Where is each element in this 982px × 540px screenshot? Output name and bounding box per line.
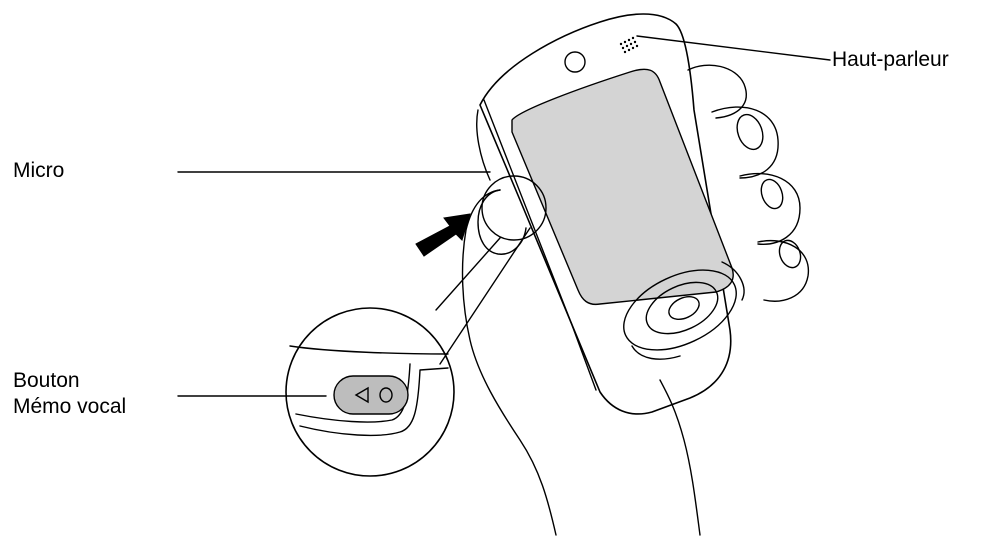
fingernail-3 [760, 178, 784, 210]
voice-memo-button-label: Bouton Mémo vocal [13, 368, 126, 420]
nav-pad-left-key[interactable] [631, 345, 681, 360]
record-circle-icon [379, 387, 393, 403]
microphone-label: Micro [13, 159, 65, 182]
zoom-connector-bottom [439, 227, 531, 365]
zoom-connector-top [435, 237, 501, 311]
fingernail-4 [778, 239, 802, 269]
finger-1 [687, 64, 747, 119]
voice-memo-button[interactable] [333, 375, 409, 415]
camera-lens [564, 51, 586, 73]
voice-memo-label-line1: Bouton [13, 369, 80, 392]
hand-outline [461, 189, 701, 536]
finger-4 [757, 240, 810, 302]
voice-memo-label-line2: Mémo vocal [13, 395, 127, 418]
nav-pad-center[interactable] [665, 292, 702, 324]
nav-pad-outer[interactable] [611, 254, 748, 366]
screen [511, 68, 734, 306]
magnified-inset [285, 307, 455, 477]
speaker-grille [619, 36, 639, 54]
nav-pad-ring[interactable] [638, 272, 725, 344]
detail-highlight-circle [481, 175, 547, 241]
device-body [479, 13, 732, 415]
inset-device-edge [299, 367, 449, 437]
device-edge [483, 99, 597, 391]
finger-2 [711, 106, 779, 179]
device-side [476, 109, 491, 181]
speaker-leader-line [636, 35, 831, 61]
fingernail-2 [736, 113, 764, 151]
speaker-label: Haut-parleur [832, 48, 949, 71]
inset-device-edge-top [289, 345, 449, 355]
finger-3 [739, 172, 801, 245]
rewind-triangle-icon [354, 386, 369, 404]
nav-pad-right-key[interactable] [721, 261, 745, 301]
press-arrow-icon [415, 213, 471, 257]
handheld-device [476, 13, 748, 415]
